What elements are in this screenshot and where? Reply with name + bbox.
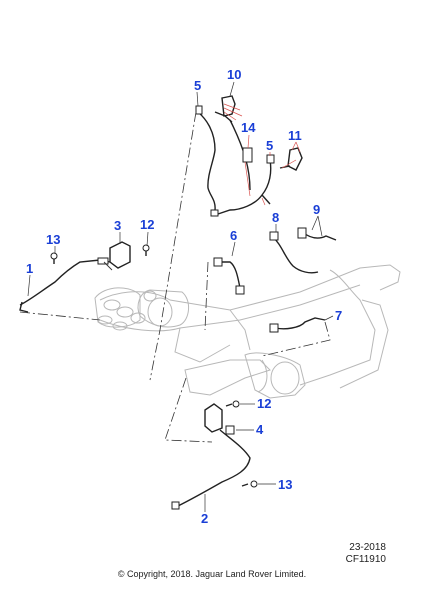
part-10-bracket — [221, 95, 236, 117]
callout-13-bottom: 13 — [278, 477, 292, 492]
part-13-fastener-bottom — [241, 480, 258, 488]
reference-date: 23-2018 — [349, 542, 386, 553]
callout-7: 7 — [335, 308, 342, 323]
part-8-sensor — [269, 231, 319, 274]
callout-2: 2 — [201, 511, 208, 526]
callout-6: 6 — [230, 228, 237, 243]
part-11-bracket — [279, 147, 303, 171]
part-3-bracket — [103, 241, 131, 271]
part-6-sensor — [213, 257, 245, 295]
part-4-bracket — [204, 403, 235, 435]
part-12-fastener-bottom — [225, 400, 240, 408]
part-13-fastener-top — [50, 252, 58, 264]
part-1-harness — [19, 257, 111, 313]
callout-13-top: 13 — [46, 232, 60, 247]
callout-10: 10 — [227, 67, 241, 82]
part-12-fastener-top — [142, 244, 150, 256]
callout-9: 9 — [313, 202, 320, 217]
callout-8: 8 — [272, 210, 279, 225]
reference-lines — [19, 111, 331, 443]
exhaust-system-outline — [94, 264, 401, 399]
callout-14: 14 — [241, 120, 256, 135]
callout-12-top: 12 — [140, 217, 154, 232]
part-7-sensor — [269, 317, 326, 333]
callout-5-lower: 5 — [266, 138, 273, 153]
part-2-harness — [171, 429, 251, 510]
callout-1: 1 — [26, 261, 33, 276]
copyright-notice: © Copyright, 2018. Jaguar Land Rover Lim… — [117, 569, 307, 579]
leader-lines — [27, 81, 334, 512]
callout-12-bottom: 12 — [257, 396, 271, 411]
part-14-connector — [242, 147, 253, 163]
callouts: 1 2 3 4 5 5 6 7 8 9 10 11 12 12 13 13 14 — [26, 67, 342, 526]
reference-code: CF11910 — [345, 554, 386, 565]
callout-5-upper: 5 — [194, 78, 201, 93]
part-9-sensor — [297, 227, 337, 241]
callout-4: 4 — [256, 422, 264, 437]
part-5-lower-harness — [217, 154, 275, 215]
callout-11: 11 — [288, 128, 302, 143]
callout-3: 3 — [114, 218, 121, 233]
